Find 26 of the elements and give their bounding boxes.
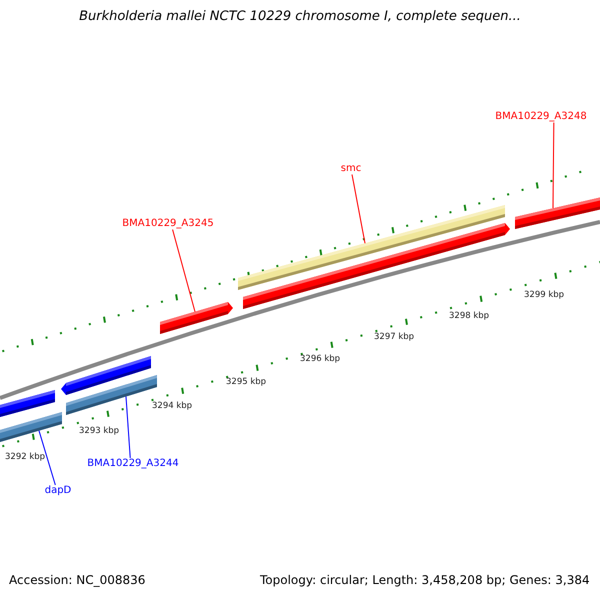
gene-label: BMA10229_A3248 [495, 111, 587, 122]
scale-label: 3299 kbp [524, 291, 564, 301]
leader-line [38, 430, 56, 486]
scale-label: 3297 kbp [374, 333, 414, 343]
footer-text: Topology: circular; Length: 3,458,208 bp; Genes: 3,384 [260, 574, 590, 588]
gene-feature [0, 412, 62, 442]
gene-label: BMA10229_A3245 [122, 218, 214, 229]
gene-feature [515, 197, 600, 229]
scale-label: 3294 kbp [152, 402, 192, 412]
scale-label: 3298 kbp [449, 312, 490, 322]
leader-line [352, 174, 366, 244]
gene-label: dapD [44, 485, 72, 496]
gene-feature-pointed [160, 302, 233, 334]
scale-label: 3296 kbp [300, 355, 340, 365]
gene-label: BMA10229_A3244 [87, 458, 179, 469]
title: Burkholderia mallei NCTC 10229 chromosome I, complete sequen... [78, 10, 522, 25]
gene-feature [0, 390, 55, 417]
leader-line [126, 396, 131, 458]
leader-line [172, 229, 196, 312]
gene-label: smc [340, 163, 362, 174]
scale-label: 3293 kbp [79, 427, 120, 437]
footer-text: Accession: NC_008836 [9, 574, 146, 588]
gene-feature-pointed [243, 223, 510, 309]
scale-label: 3292 kbp [5, 453, 46, 463]
scale-label: 3295 kbp [226, 378, 266, 388]
leader-line [552, 122, 554, 209]
